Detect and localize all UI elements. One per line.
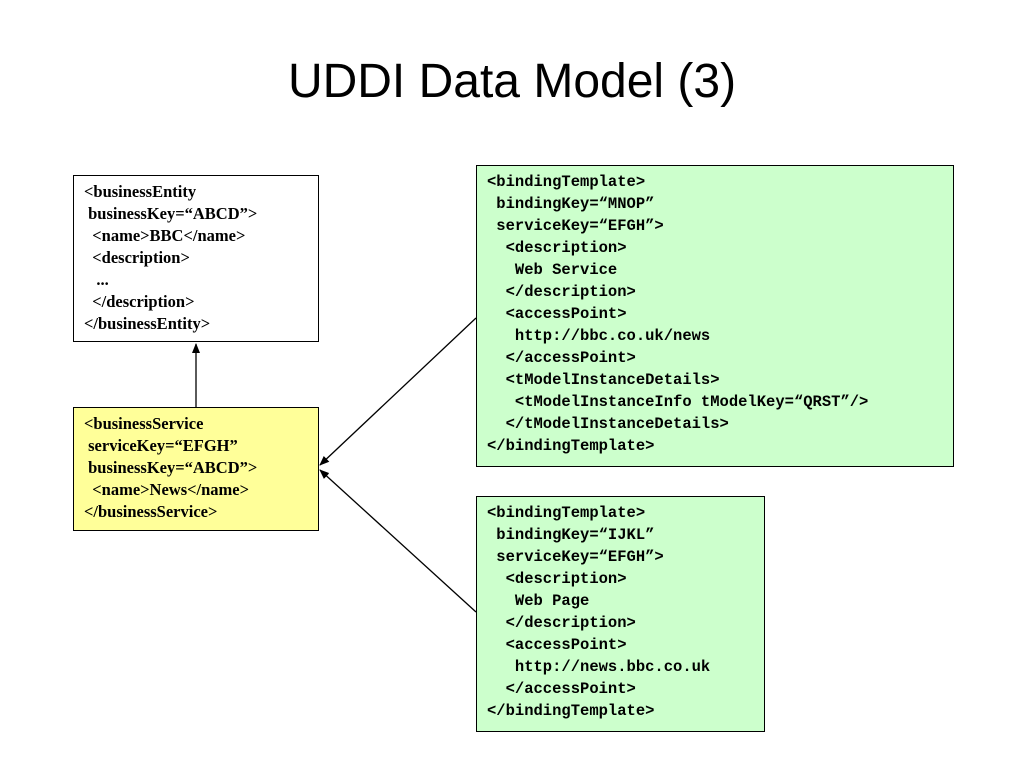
code-line: <accessPoint> xyxy=(487,305,627,323)
code-line: bindingKey=“MNOP” xyxy=(487,195,655,213)
code-line: <bindingTemplate> xyxy=(487,504,646,522)
arrow-binding2-to-service xyxy=(319,469,477,613)
code-line: ... xyxy=(84,270,109,289)
business-entity-box: <businessEntity businessKey=“ABCD”> <nam… xyxy=(73,175,319,342)
code-line: Web Service xyxy=(487,261,618,279)
code-line: serviceKey=“EFGH”> xyxy=(487,548,664,566)
code-line: <bindingTemplate> xyxy=(487,173,646,191)
code-line: <accessPoint> xyxy=(487,636,627,654)
code-line: <description> xyxy=(84,248,190,267)
code-line: http://bbc.co.uk/news xyxy=(487,327,711,345)
arrow-binding1-to-service xyxy=(319,317,477,466)
code-line: <description> xyxy=(487,239,627,257)
code-line: <businessService xyxy=(84,414,204,433)
binding-template-box-2: <bindingTemplate> bindingKey=“IJKL” serv… xyxy=(476,496,765,732)
binding-template-box-1: <bindingTemplate> bindingKey=“MNOP” serv… xyxy=(476,165,954,467)
slide-title: UDDI Data Model (3) xyxy=(287,55,737,108)
code-line: </tModelInstanceDetails> xyxy=(487,415,729,433)
code-line: </businessService> xyxy=(84,502,218,521)
code-line: <tModelInstanceInfo tModelKey=“QRST”/> xyxy=(487,393,869,411)
code-line: </accessPoint> xyxy=(487,349,636,367)
code-line: </description> xyxy=(487,283,636,301)
code-line: </bindingTemplate> xyxy=(487,702,655,720)
code-line: </accessPoint> xyxy=(487,680,636,698)
code-line: <description> xyxy=(487,570,627,588)
code-line: <name>News</name> xyxy=(84,480,250,499)
code-line: </description> xyxy=(487,614,636,632)
code-line: <name>BBC</name> xyxy=(84,226,246,245)
code-line: <tModelInstanceDetails> xyxy=(487,371,720,389)
code-line: businessKey=“ABCD”> xyxy=(84,204,258,223)
code-line: http://news.bbc.co.uk xyxy=(487,658,711,676)
code-line: businessKey=“ABCD”> xyxy=(84,458,258,477)
code-line: bindingKey=“IJKL” xyxy=(487,526,655,544)
code-line: <businessEntity xyxy=(84,182,197,201)
code-line: </bindingTemplate> xyxy=(487,437,655,455)
code-line: serviceKey=“EFGH”> xyxy=(487,217,664,235)
code-line: Web Page xyxy=(487,592,590,610)
code-line: serviceKey=“EFGH” xyxy=(84,436,238,455)
business-service-box: <businessService serviceKey=“EFGH” busin… xyxy=(73,407,319,531)
code-line: </description> xyxy=(84,292,195,311)
code-line: </businessEntity> xyxy=(84,314,211,333)
